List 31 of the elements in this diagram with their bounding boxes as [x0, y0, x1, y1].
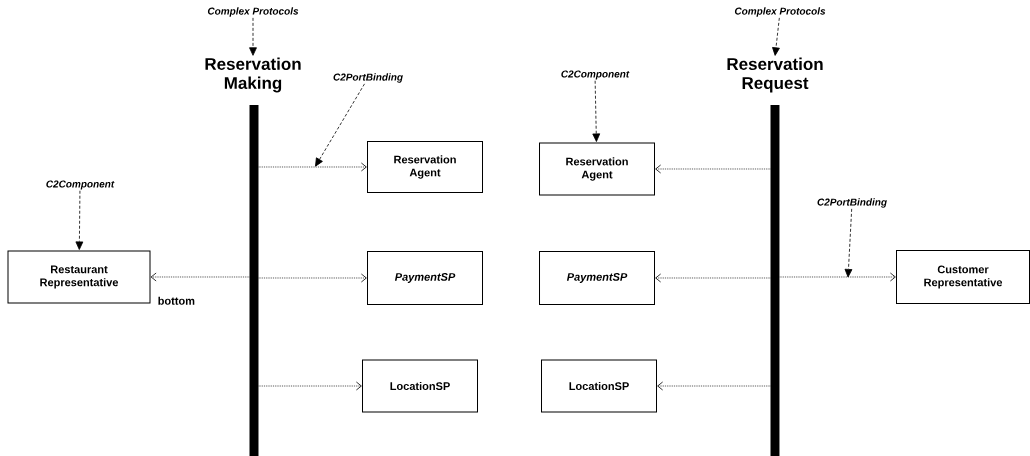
component-box: PaymentSP	[539, 251, 655, 305]
component-label: C2Component	[561, 70, 630, 80]
connector-arrow	[779, 272, 896, 282]
component-box: LocationSP	[541, 359, 657, 413]
leader-line	[592, 80, 601, 142]
component-box: Reservation Agent	[539, 142, 655, 196]
leader-line	[315, 83, 365, 167]
connector-arrow	[258, 162, 367, 172]
leader-line	[75, 190, 84, 250]
connector-arrow	[657, 381, 771, 391]
component-box: Restaurant Representative	[7, 250, 151, 304]
bus-heading: Reservation Request	[727, 57, 823, 93]
port-label: bottom	[158, 296, 195, 305]
connector-arrow	[258, 273, 367, 283]
component-label: C2Component	[46, 180, 115, 190]
leader-line	[844, 208, 853, 278]
leader-line	[772, 17, 780, 56]
connector-arrow	[655, 273, 771, 283]
binding-label: C2PortBinding	[333, 73, 403, 83]
binding-label: C2PortBinding	[817, 198, 887, 208]
bus-heading: Reservation Making	[205, 57, 301, 93]
complex-protocols-label: Complex Protocols	[734, 7, 826, 17]
connector-arrow	[258, 381, 362, 391]
leader-line	[249, 17, 257, 56]
connector-arrow	[150, 272, 250, 282]
component-box: Reservation Agent	[367, 141, 483, 193]
component-box: LocationSP	[362, 359, 478, 413]
complex-protocols-label: Complex Protocols	[207, 7, 299, 17]
component-box: PaymentSP	[367, 251, 483, 305]
connector-arrow	[655, 164, 771, 174]
component-box: Customer Representative	[896, 250, 1030, 304]
